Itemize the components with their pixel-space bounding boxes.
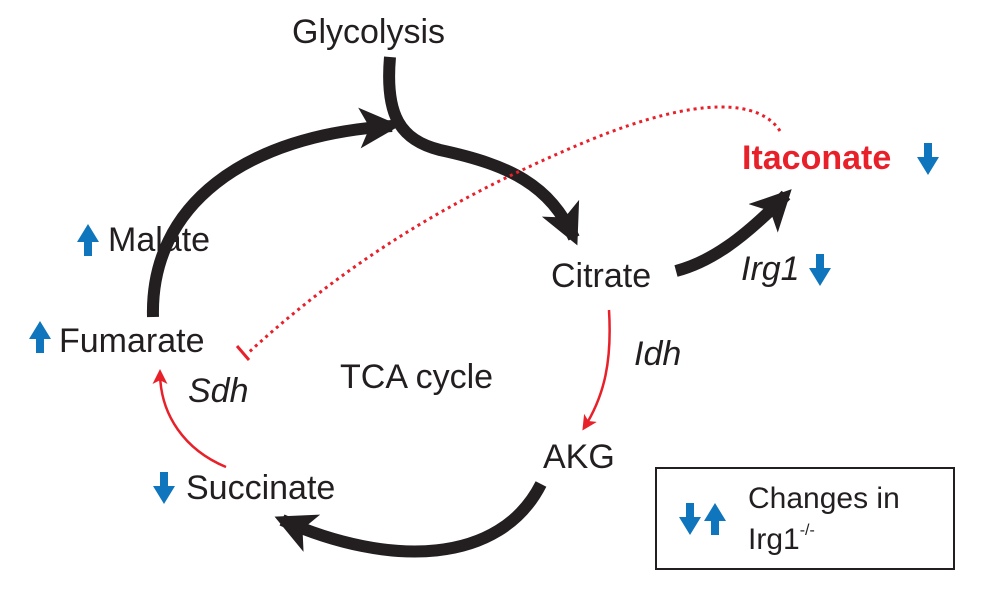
fumarate-label: Fumarate xyxy=(59,322,205,360)
akg-to-succinate-arrow xyxy=(274,481,547,558)
glycolysis-to-citrate-arrow xyxy=(383,56,580,246)
malate-label: Malate xyxy=(108,221,210,259)
sdh-label: Sdh xyxy=(188,372,249,410)
glycolysis-label: Glycolysis xyxy=(292,13,445,51)
citrate-label: Citrate xyxy=(551,257,651,295)
succinate-down-arrow-icon xyxy=(153,472,175,504)
malate-up-arrow-icon xyxy=(77,224,99,256)
citrate-to-itaconate-arrow xyxy=(674,189,792,277)
itaconate-inhibits-sdh-line xyxy=(245,105,782,356)
malate-to-oxaloacetate-arrow xyxy=(146,107,401,318)
fumarate-up-arrow-icon xyxy=(29,321,51,353)
irg1-down-arrow-icon xyxy=(809,254,831,286)
succinate-label: Succinate xyxy=(186,469,335,507)
tca-cycle-label: TCA cycle xyxy=(340,358,493,396)
itaconate-label: Itaconate xyxy=(742,139,891,177)
inhibition-bar xyxy=(235,345,251,361)
idh-label: Idh xyxy=(634,335,681,373)
akg-label: AKG xyxy=(543,438,615,476)
legend-line1: Changes in xyxy=(748,482,900,515)
legend: Changes in Irg1-/- xyxy=(655,467,955,570)
succinate-to-fumarate-red-arrow xyxy=(152,369,227,469)
citrate-to-akg-red-arrow xyxy=(582,309,611,431)
itaconate-down-arrow-icon xyxy=(917,143,939,175)
legend-line2: Irg1-/- xyxy=(748,522,815,556)
irg1-label: Irg1 xyxy=(741,250,800,288)
